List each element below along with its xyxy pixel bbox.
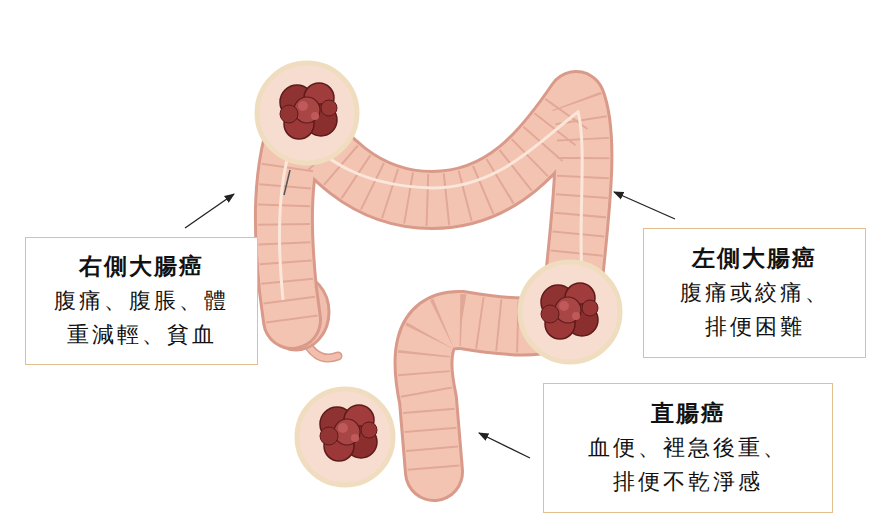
symptom-text: 血便、裡急後重、 排便不乾淨感	[558, 431, 818, 499]
tumor-zoom-circle	[520, 262, 620, 362]
cancer-type-heading: 左側大腸癌	[692, 242, 817, 276]
symptom-text: 腹痛、腹脹、體 重減輕、貧血	[40, 284, 243, 352]
leader-arrow	[479, 433, 530, 458]
leader-arrow	[614, 192, 675, 219]
symptom-box: 右側大腸癌腹痛、腹脹、體 重減輕、貧血	[25, 237, 258, 365]
tumor	[280, 83, 337, 139]
tumor	[541, 283, 598, 339]
symptom-box: 左側大腸癌腹痛或絞痛、 排便困難	[643, 228, 866, 358]
cancer-type-heading: 直腸癌	[651, 397, 726, 431]
leader-arrow	[185, 194, 234, 228]
symptom-text: 腹痛或絞痛、 排便困難	[658, 276, 851, 344]
tumor	[320, 405, 377, 461]
tumor-zoom-circle	[297, 389, 393, 485]
vessel-line	[284, 170, 290, 195]
tumor-zoom-circle	[257, 63, 357, 163]
symptom-box: 直腸癌血便、裡急後重、 排便不乾淨感	[543, 383, 833, 513]
cancer-type-heading: 右側大腸癌	[79, 250, 204, 284]
